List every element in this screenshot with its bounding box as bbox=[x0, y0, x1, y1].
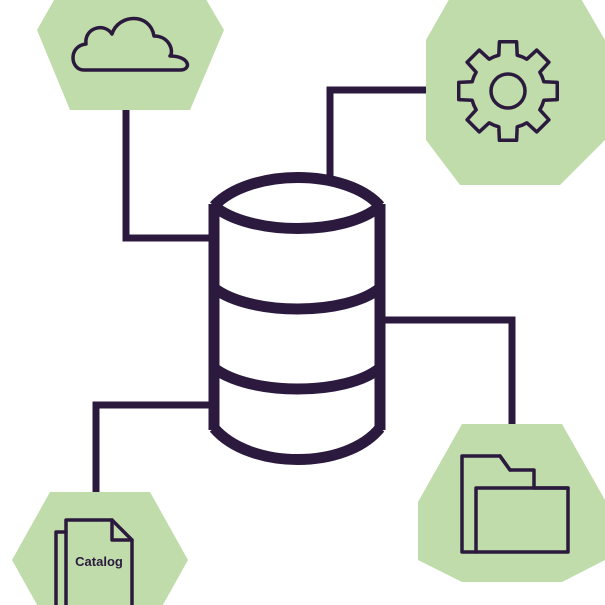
connectors bbox=[92, 86, 516, 496]
folder-node bbox=[418, 424, 605, 582]
folder-icon bbox=[460, 454, 570, 554]
document-catalog-icon: Catalog bbox=[54, 518, 134, 605]
database-icon bbox=[208, 172, 386, 465]
connector-gear bbox=[326, 86, 426, 180]
document-hexagon bbox=[12, 492, 188, 605]
connector-cloud bbox=[122, 110, 212, 242]
cloud-icon bbox=[71, 16, 190, 72]
gear-hexagon bbox=[426, 0, 605, 185]
cloud-node bbox=[37, 0, 224, 110]
gear-icon bbox=[456, 39, 560, 143]
document-label: Catalog bbox=[75, 554, 123, 569]
cloud-hexagon bbox=[37, 0, 224, 110]
gear-node bbox=[426, 0, 605, 185]
connector-folder bbox=[380, 316, 516, 424]
document-node: Catalog bbox=[12, 492, 188, 605]
folder-hexagon bbox=[418, 424, 605, 582]
connector-document bbox=[92, 401, 212, 496]
